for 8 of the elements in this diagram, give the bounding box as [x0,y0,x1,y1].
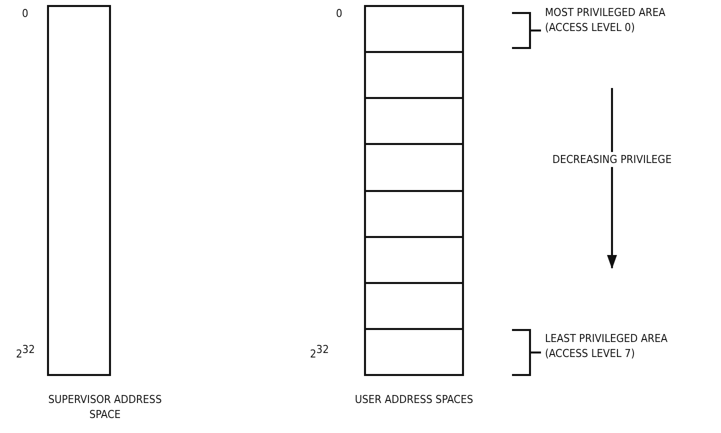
annotation-label: 0 [336,6,344,21]
address-space-box [364,5,464,376]
annotation-label: 0 [22,6,30,21]
space-caption: SUPERVISOR ADDRESS SPACE [47,392,163,422]
address-space-box [47,5,111,376]
annotation-label: LEAST PRIVILEGED AREA (ACCESS LEVEL 7) [545,331,669,361]
annotation-label: MOST PRIVILEGED AREA (ACCESS LEVEL 0) [545,5,666,35]
space-caption: USER ADDRESS SPACES [354,392,474,407]
